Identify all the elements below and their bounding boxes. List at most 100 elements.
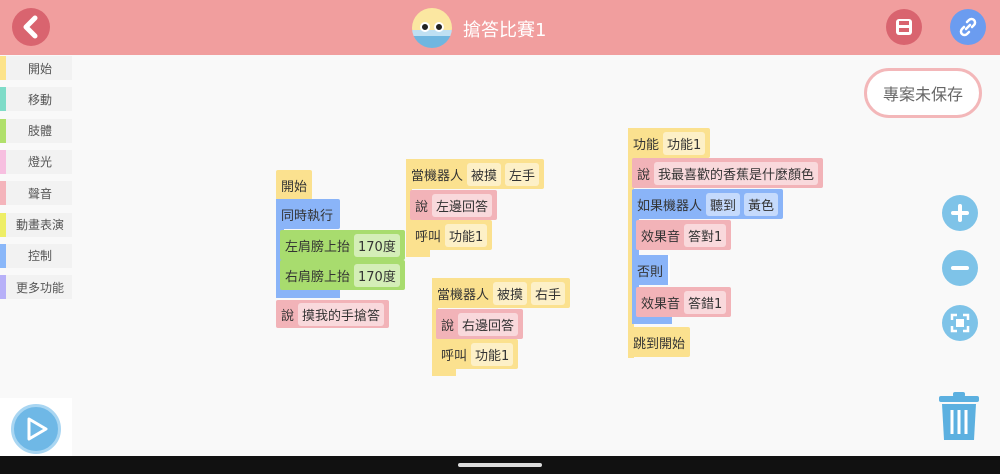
block-label: 說 (637, 167, 651, 183)
block-label: 當機器人 (411, 168, 464, 184)
block-label: 效果音 (641, 296, 681, 312)
project-title: 搶答比賽1 (463, 20, 547, 41)
block-label: 當機器人 (437, 287, 490, 303)
block-label: 右肩膀上抬 (285, 269, 351, 285)
block-field[interactable]: 左手 (505, 162, 540, 186)
function-block-arm (628, 128, 634, 358)
category-color-marker (0, 212, 6, 237)
block-parallel[interactable]: 同時執行 (276, 199, 340, 229)
category-color-marker (0, 275, 6, 300)
block-label: 呼叫 (441, 348, 468, 364)
header-bar: 搶答比賽1 (0, 0, 1000, 55)
block-field[interactable]: 右手 (531, 281, 566, 305)
sidebar-item-3[interactable]: 燈光 (0, 149, 72, 174)
block-field[interactable]: 我最喜歡的香蕉是什麼顏色 (654, 161, 819, 185)
block-field[interactable]: 摸我的手搶答 (298, 302, 385, 326)
block-label: 效果音 (641, 229, 681, 245)
block-label: 如果機器人 (637, 198, 703, 214)
block-field[interactable]: 被摸 (467, 162, 502, 186)
plus-icon (951, 204, 969, 222)
block-if-hear[interactable]: 如果機器人聽到黃色 (632, 189, 784, 219)
block-say[interactable]: 說右邊回答 (436, 309, 524, 339)
block-say[interactable]: 說我最喜歡的香蕉是什麼顏色 (632, 158, 824, 188)
block-field[interactable]: 功能1 (445, 223, 488, 247)
save-button[interactable] (886, 9, 922, 45)
sidebar-item-label: 開始 (27, 61, 52, 76)
block-when-touched-right[interactable]: 當機器人被摸右手 (432, 278, 571, 308)
block-call[interactable]: 呼叫功能1 (410, 220, 493, 250)
sidebar-item-label: 移動 (27, 92, 52, 107)
block-field[interactable]: 答錯1 (684, 290, 727, 314)
sidebar-item-7[interactable]: 更多功能 (0, 275, 72, 300)
project-avatar (412, 8, 452, 48)
block-start[interactable]: 開始 (276, 170, 313, 200)
event-block-arm (406, 159, 412, 257)
chevron-left-icon (23, 15, 38, 39)
sidebar-item-label: 肢體 (27, 124, 52, 139)
save-icon (896, 19, 912, 35)
link-icon (959, 17, 977, 37)
sidebar-item-label: 聲音 (27, 186, 52, 201)
sidebar-item-2[interactable]: 肢體 (0, 118, 72, 143)
sidebar-item-label: 更多功能 (15, 280, 64, 295)
category-color-marker (0, 149, 6, 174)
fit-screen-icon (950, 313, 970, 333)
back-button[interactable] (12, 8, 50, 46)
block-say[interactable]: 說摸我的手搶答 (276, 300, 390, 328)
sidebar-item-label: 動畫表演 (15, 218, 64, 232)
category-color-marker (0, 87, 6, 112)
event-block-end (432, 368, 456, 376)
share-link-button[interactable] (950, 9, 986, 45)
block-field[interactable]: 左邊回答 (432, 193, 493, 217)
save-status-badge: 專案未保存 (864, 68, 982, 118)
block-when-touched-left[interactable]: 當機器人被摸左手 (406, 159, 545, 189)
sidebar-item-label: 控制 (27, 249, 52, 264)
block-field[interactable]: 黃色 (744, 192, 779, 216)
home-indicator[interactable] (458, 463, 542, 467)
run-panel (0, 398, 72, 456)
category-color-marker (0, 181, 6, 206)
block-say[interactable]: 說左邊回答 (410, 190, 498, 220)
sidebar-item-6[interactable]: 控制 (0, 243, 72, 268)
block-function-define[interactable]: 功能功能1 (628, 128, 711, 158)
zoom-out-button[interactable] (942, 250, 978, 286)
block-field[interactable]: 右邊回答 (458, 312, 519, 336)
sidebar-item-0[interactable]: 開始 (0, 56, 72, 80)
block-call[interactable]: 呼叫功能1 (436, 339, 519, 369)
trash-button[interactable] (938, 392, 980, 446)
block-jump-to-start[interactable]: 跳到開始 (628, 327, 691, 357)
block-field[interactable]: 答對1 (684, 223, 727, 247)
category-color-marker (0, 56, 6, 80)
block-field[interactable]: 被摸 (493, 281, 528, 305)
block-sound-effect[interactable]: 效果音答錯1 (636, 287, 732, 317)
zoom-in-button[interactable] (942, 195, 978, 231)
block-field[interactable]: 功能1 (663, 131, 706, 155)
category-color-marker (0, 118, 6, 143)
block-field[interactable]: 170度 (354, 263, 400, 287)
category-color-marker (0, 243, 6, 268)
block-label: 說 (281, 308, 295, 324)
block-field[interactable]: 170度 (354, 233, 400, 257)
event-block-arm (432, 278, 438, 376)
sidebar-item-label: 燈光 (27, 155, 52, 170)
if-block-end (632, 316, 672, 324)
block-sound-effect[interactable]: 效果音答對1 (636, 220, 732, 250)
block-field[interactable]: 聽到 (706, 192, 741, 216)
trash-icon (939, 392, 979, 440)
parallel-block-end (276, 290, 340, 298)
fit-view-button[interactable] (942, 305, 978, 341)
run-button[interactable] (11, 404, 61, 454)
block-label: 說 (415, 199, 429, 215)
block-label: 左肩膀上抬 (285, 239, 351, 255)
block-label: 呼叫 (415, 229, 442, 245)
sidebar-item-1[interactable]: 移動 (0, 87, 72, 112)
block-label: 說 (441, 318, 455, 334)
sidebar-item-4[interactable]: 聲音 (0, 181, 72, 206)
block-else[interactable]: 否則 (632, 255, 670, 285)
sidebar-item-5[interactable]: 動畫表演 (0, 212, 72, 237)
minus-icon (951, 266, 969, 270)
block-field[interactable]: 功能1 (471, 342, 514, 366)
event-block-end (406, 250, 430, 257)
